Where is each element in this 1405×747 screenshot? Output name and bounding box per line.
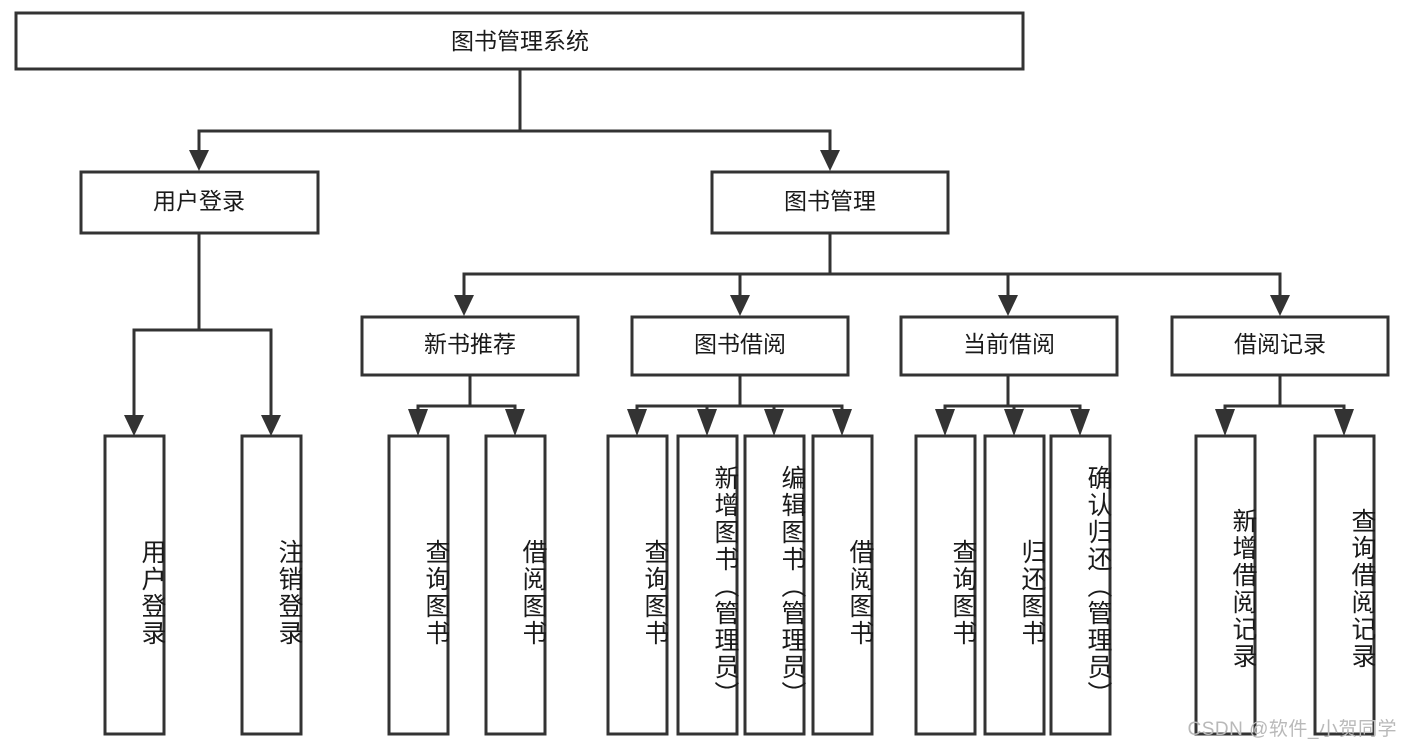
arrowhead-leaf-user-login [124,415,144,436]
arrowhead-nb-leaf-1 [408,409,428,436]
leaf-box-book-borrow-2[interactable] [676,434,739,736]
arrowhead-leaf-logout [261,415,281,436]
node-book-borrow-label: 图书借阅 [694,331,786,357]
leaf-box-current-borrow-3[interactable] [1049,434,1112,736]
leaf-box-new-book-1[interactable] [387,434,450,736]
node-new-book-recommend-box[interactable] [360,315,580,377]
arrowhead-cb-leaf-3 [1070,409,1090,436]
leaf-box-current-borrow-2[interactable] [983,434,1046,736]
node-new-book-recommend-label: 新书推荐 [424,331,516,357]
node-book-management-box[interactable] [710,170,950,235]
arrowhead-new-book [454,295,474,316]
connector-group [124,67,1354,436]
node-borrow-record-box[interactable] [1170,315,1390,377]
arrowhead-book-borrow [730,295,750,316]
arrowhead-bb-leaf-3 [764,409,784,436]
node-root-box[interactable] [14,11,1025,71]
node-current-borrow-box[interactable] [899,315,1119,377]
leaf-box-user-login-2[interactable] [240,434,303,736]
node-user-login-box[interactable] [79,170,320,235]
arrowhead-user-login [189,150,209,171]
arrowhead-bb-leaf-2 [697,409,717,436]
leaf-box-book-borrow-1[interactable] [606,434,669,736]
leaf-box-book-borrow-4[interactable] [811,434,874,736]
leaf-box-borrow-record-2[interactable] [1313,434,1376,736]
node-user-login[interactable]: 用户登录 [79,170,320,235]
leaf-box-borrow-record-1[interactable] [1194,434,1257,736]
node-user-login-label: 用户登录 [153,188,245,214]
arrowhead-br-leaf-1 [1215,409,1235,436]
leaf-box-new-book-2[interactable] [484,434,547,736]
arrowhead-bb-leaf-1 [627,409,647,436]
leaf-box-book-borrow-3[interactable] [743,434,806,736]
node-root-label: 图书管理系统 [451,28,589,54]
arrowhead-borrow-record [1270,295,1290,316]
arrowhead-nb-leaf-2 [505,409,525,436]
leaf-box-current-borrow-1[interactable] [914,434,977,736]
arrowhead-book-mgmt [820,150,840,171]
node-book-management-label: 图书管理 [784,188,876,214]
arrowhead-current-borrow [998,295,1018,316]
arrowhead-cb-leaf-1 [935,409,955,436]
arrowhead-cb-leaf-2 [1004,409,1024,436]
arrowhead-br-leaf-2 [1334,409,1354,436]
arrowhead-bb-leaf-4 [832,409,852,436]
node-book-borrow-box[interactable] [630,315,850,377]
node-current-borrow[interactable]: 当前借阅 [899,315,1119,377]
node-book-borrow[interactable]: 图书借阅 [630,315,850,377]
node-borrow-record[interactable]: 借阅记录 [1170,315,1390,377]
node-current-borrow-label: 当前借阅 [963,331,1055,357]
leaf-box-user-login-1[interactable] [103,434,166,736]
node-borrow-record-label: 借阅记录 [1234,331,1326,357]
node-new-book-recommend[interactable]: 新书推荐 [360,315,580,377]
node-root[interactable]: 图书管理系统 [14,11,1025,71]
node-book-management[interactable]: 图书管理 [710,170,950,235]
csdn-watermark: CSDN @软件_小贺同学 [1187,719,1397,740]
